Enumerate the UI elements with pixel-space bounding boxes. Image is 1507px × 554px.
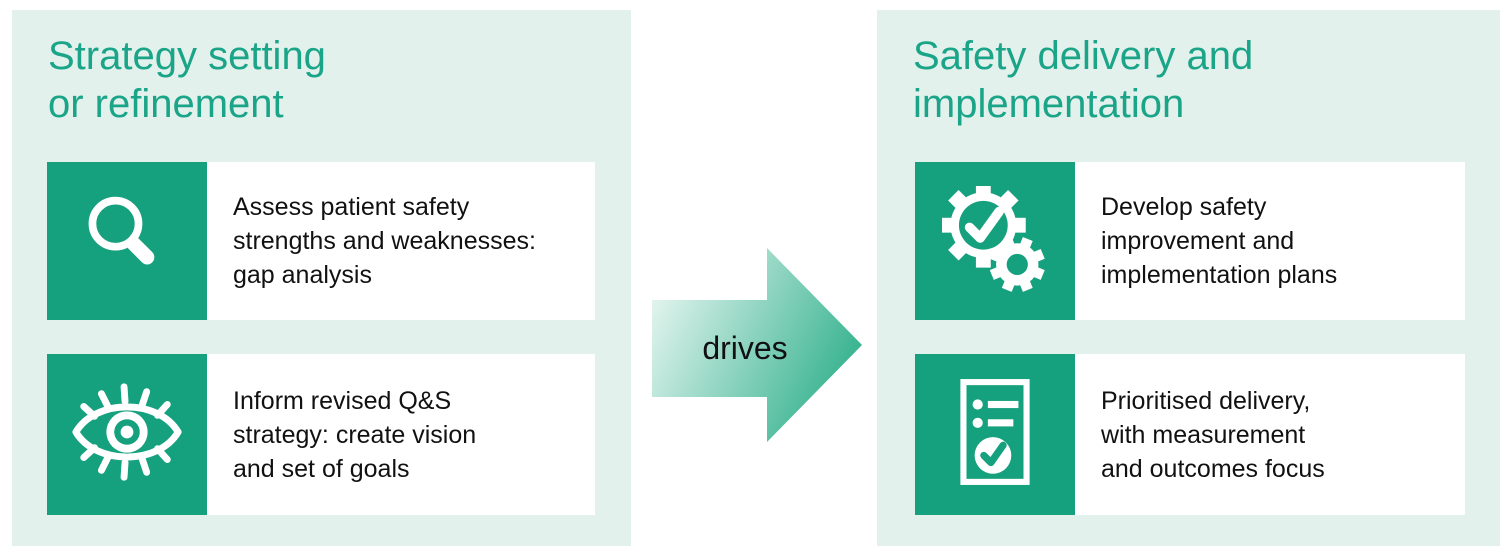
icon-tile — [47, 162, 207, 320]
arrow-shape — [652, 248, 862, 442]
icon-tile — [47, 354, 207, 515]
magnifier-icon — [79, 191, 175, 292]
gears-check-icon — [940, 182, 1048, 297]
eye-icon — [68, 382, 186, 487]
left-panel-title: Strategy setting or refinement — [48, 34, 326, 126]
card-gap-analysis: Assess patient safety strengths and weak… — [47, 162, 595, 320]
right-panel-title: Safety delivery and implementation — [913, 34, 1254, 126]
checklist-document-icon — [949, 376, 1041, 493]
icon-tile — [915, 354, 1075, 515]
drives-label: drives — [702, 330, 788, 366]
card-improvement-plans: Develop safety improvement and implement… — [915, 162, 1465, 320]
card-vision-goals: Inform revised Q&S strategy: create visi… — [47, 354, 595, 515]
card-text: Inform revised Q&S strategy: create visi… — [233, 386, 477, 483]
strategy-setting-panel: Strategy setting or refinement Assess pa… — [12, 10, 631, 546]
drives-arrow: drives — [650, 246, 865, 446]
icon-tile — [915, 162, 1075, 320]
card-text: Assess patient safety strengths and weak… — [233, 193, 536, 289]
safety-delivery-panel: Safety delivery and implementation — [877, 10, 1500, 546]
card-prioritised-delivery: Prioritised delivery, with measurement a… — [915, 354, 1465, 515]
card-text: Prioritised delivery, with measurement a… — [1101, 386, 1325, 483]
card-text: Develop safety improvement and implement… — [1101, 193, 1338, 289]
